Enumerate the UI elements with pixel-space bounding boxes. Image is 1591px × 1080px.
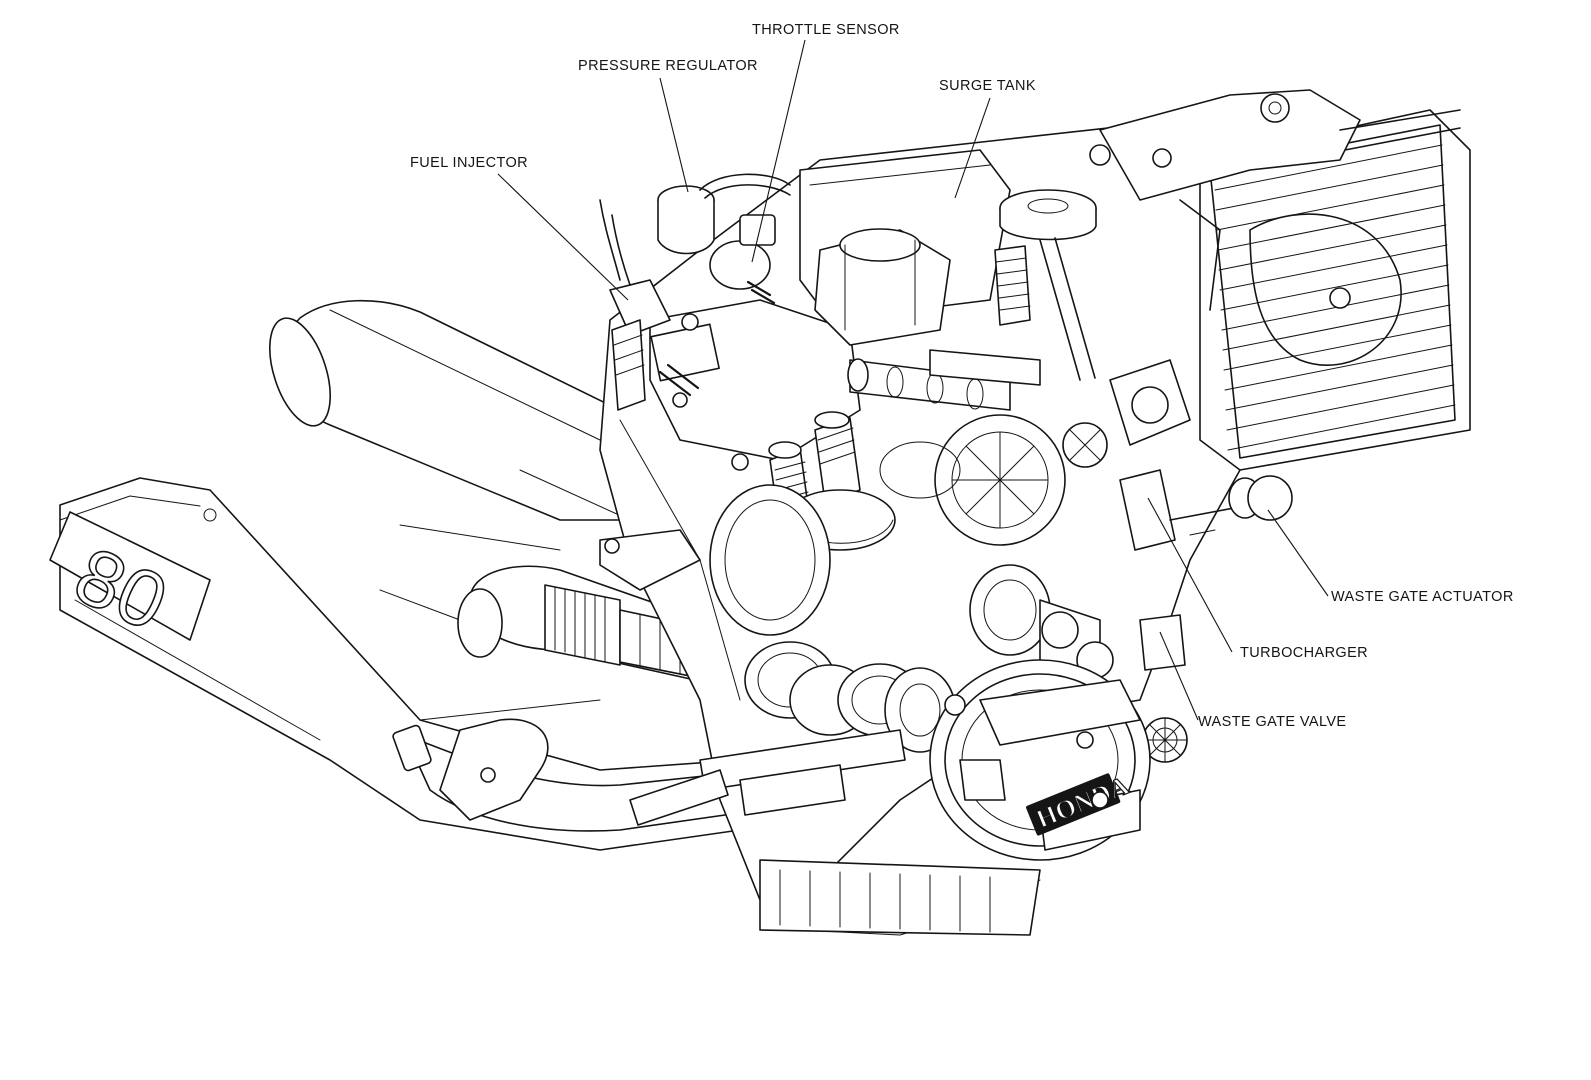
turbocharger bbox=[934, 359, 1191, 546]
leader-waste-gate-valve bbox=[1159, 631, 1199, 721]
label-fuel-injector: FUEL INJECTOR bbox=[410, 155, 528, 171]
leader-waste-gate-actuator bbox=[1267, 509, 1329, 597]
waste-gate-actuator bbox=[1119, 469, 1293, 551]
fuel-injector bbox=[599, 199, 671, 411]
label-throttle-sensor: THROTTLE SENSOR bbox=[752, 22, 900, 38]
exhaust-muffler bbox=[269, 299, 661, 521]
side-panel: 80 bbox=[49, 477, 741, 851]
transmission-gears bbox=[629, 641, 956, 826]
frame-tubes bbox=[1089, 89, 1461, 311]
label-turbocharger: TURBOCHARGER bbox=[1240, 645, 1369, 661]
waste-gate-valve bbox=[1139, 614, 1188, 763]
label-surge-tank: SURGE TANK bbox=[939, 78, 1036, 94]
valve-springs bbox=[994, 237, 1096, 381]
leader-turbocharger bbox=[1147, 497, 1233, 653]
throttle-body bbox=[709, 214, 776, 305]
leader-throttle-sensor bbox=[751, 39, 806, 263]
leader-surge-tank bbox=[954, 97, 991, 199]
flywheel bbox=[709, 441, 961, 636]
label-waste-gate-actuator: WASTE GATE ACTUATOR bbox=[1331, 589, 1514, 605]
label-waste-gate-valve: WASTE GATE VALVE bbox=[1198, 714, 1347, 730]
pressure-regulator bbox=[657, 173, 791, 255]
clutch-cover: HONDA bbox=[929, 659, 1151, 861]
camshaft bbox=[847, 349, 1041, 411]
radiator bbox=[1199, 109, 1471, 471]
leader-pressure-regulator bbox=[659, 77, 689, 193]
intake-cap bbox=[999, 189, 1097, 241]
leader-fuel-injector bbox=[497, 173, 629, 301]
label-pressure-regulator: PRESSURE REGULATOR bbox=[578, 58, 758, 74]
cylinder-head bbox=[649, 299, 861, 471]
leader-lines bbox=[497, 39, 1329, 721]
